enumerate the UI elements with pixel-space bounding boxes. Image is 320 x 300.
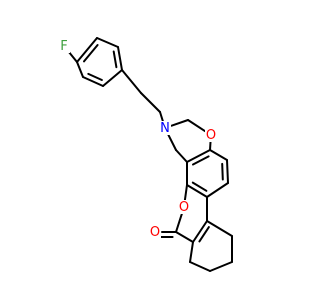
bond-a3-a4-second: [112, 50, 118, 69]
diagram-background: [0, 0, 300, 300]
bond-a5-a6: [82, 76, 104, 87]
bond-c4-b6: [175, 149, 188, 163]
bond-a4-a5: [102, 69, 123, 87]
bond-b2-b3: [226, 159, 229, 184]
bond-c6-c7-second: [198, 226, 210, 243]
atom-label-background: [205, 128, 217, 142]
bond-O1-b1: [209, 141, 212, 151]
bond-c6-c7: [192, 220, 208, 243]
bond-b6-b1-second: [192, 155, 210, 166]
bond-N-c4: [167, 133, 177, 151]
atom-label-background: [178, 200, 190, 214]
bond-b3-b4: [206, 182, 229, 198]
atom-label-O1: O: [206, 128, 216, 143]
bond-b4-b5: [186, 184, 208, 198]
bond-a4-c1: [121, 69, 142, 94]
atom-label-O2: O: [179, 200, 189, 215]
bond-r2-r3: [209, 261, 233, 272]
atom-label-background: [58, 39, 70, 53]
bond-c6-r1: [189, 241, 194, 263]
bond-a5-a6-second: [87, 72, 103, 81]
bond-a6-a1: [76, 61, 84, 78]
bond-b6-b1: [186, 149, 211, 163]
bond-a2-a3: [96, 37, 119, 48]
bond-N-c3: [170, 119, 189, 127]
atom-label-F: F: [60, 39, 67, 54]
atom-label-O3: O: [150, 225, 160, 240]
molecule-structure-diagram: F N O O O: [0, 0, 300, 300]
bond-c3-O1: [187, 119, 207, 133]
bond-c5-c6: [175, 231, 194, 243]
bond-O2-c5: [175, 212, 183, 233]
bond-r4-c7: [206, 220, 233, 237]
atom-label-background: [149, 225, 161, 239]
bond-b4-b5-second: [191, 181, 208, 192]
bond-r1-r2: [189, 261, 211, 272]
bond-b1-b2: [209, 149, 228, 161]
atom-label-background: [159, 121, 171, 135]
atom-labels-layer: F N O O O: [58, 39, 217, 240]
bond-a3-a4: [117, 46, 123, 71]
bond-c1-c2: [140, 92, 161, 113]
bond-c2-N: [159, 111, 164, 123]
bond-a1-a2-second: [83, 44, 99, 63]
bond-b5-O2: [183, 184, 188, 202]
bond-a1-a2: [76, 37, 98, 63]
bond-b2-b3-second: [221, 162, 224, 181]
bond-F-a1: [67, 50, 78, 63]
bonds-layer: [67, 37, 233, 272]
atom-label-N: N: [160, 121, 170, 136]
